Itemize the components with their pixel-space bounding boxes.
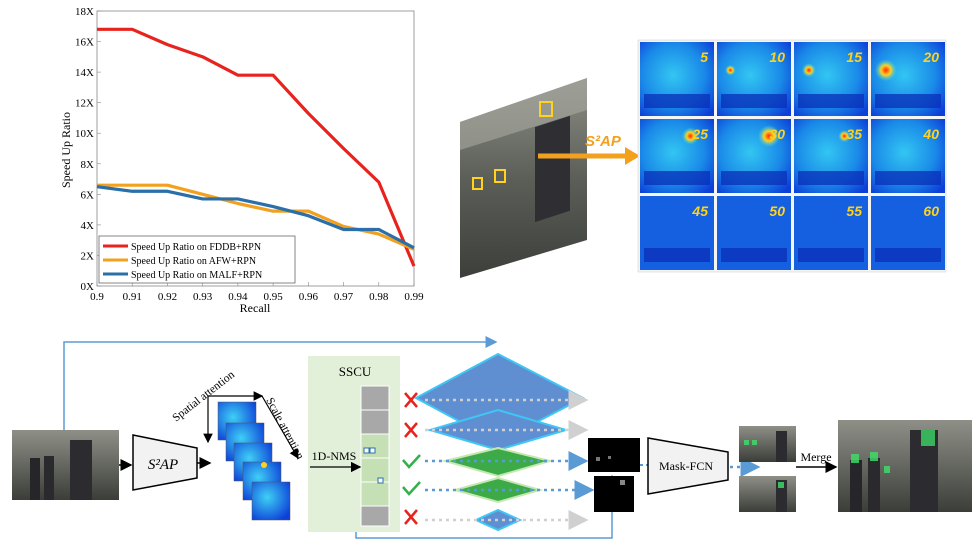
heatmap-cell: 50 bbox=[717, 196, 791, 270]
x-tick-label: 0.94 bbox=[228, 291, 248, 303]
heatmap-cell: 5 bbox=[640, 42, 714, 116]
heatmap-cell: 45 bbox=[640, 196, 714, 270]
chart-legend: Speed Up Ratio on FDDB+RPN Speed Up Rati… bbox=[98, 235, 296, 284]
s2ap-arrow bbox=[538, 147, 640, 165]
pipeline-diagram: S²AP Spatial attention Scale attention S… bbox=[12, 336, 972, 539]
accept-icon bbox=[402, 454, 421, 469]
y-tick-label: 0X bbox=[81, 281, 95, 293]
heatmap-scale-label: 60 bbox=[923, 203, 939, 219]
feedback-line-top bbox=[63, 336, 498, 430]
result-thumbnail bbox=[739, 476, 796, 512]
sscu-bins bbox=[360, 385, 390, 527]
heatmap-cell: 60 bbox=[871, 196, 945, 270]
input-image bbox=[12, 430, 119, 500]
roi-feature bbox=[588, 438, 640, 472]
nms-label: 1D-NMS bbox=[312, 449, 357, 463]
face-box bbox=[494, 169, 506, 183]
heatmap-panel: S²AP 5 10 15 20 25 30 35 40 45 50 55 60 bbox=[460, 39, 947, 278]
heatmap-cell: 25 bbox=[640, 119, 714, 193]
heatmap-scale-label: 55 bbox=[846, 203, 862, 219]
y-tick-label: 6X bbox=[81, 189, 95, 201]
heatmap-scale-label: 40 bbox=[922, 126, 939, 142]
y-tick-label: 12X bbox=[75, 98, 94, 110]
legend-label-fddb: Speed Up Ratio on FDDB+RPN bbox=[131, 242, 261, 253]
accept-icon bbox=[402, 481, 421, 496]
face-box bbox=[539, 101, 553, 117]
heatmap-scale-label: 15 bbox=[846, 49, 862, 65]
heatmap-cell: 20 bbox=[871, 42, 945, 116]
x-tick-label: 0.99 bbox=[404, 291, 424, 303]
input-photo bbox=[460, 78, 587, 278]
heatmap-scale-label: 25 bbox=[691, 126, 708, 142]
x-tick-label: 0.91 bbox=[123, 291, 142, 303]
y-tick-label: 4X bbox=[81, 220, 95, 232]
x-tick-label: 0.97 bbox=[334, 291, 354, 303]
x-tick-label: 0.9 bbox=[90, 291, 104, 303]
y-axis-label: Speed Up Ratio bbox=[59, 112, 73, 188]
feature-pyramid bbox=[413, 352, 586, 532]
heatmap-scale-label: 45 bbox=[691, 203, 708, 219]
series-line-0 bbox=[97, 27, 416, 267]
roi-feature bbox=[594, 476, 634, 512]
legend-label-afw: Speed Up Ratio on AFW+RPN bbox=[131, 256, 256, 267]
heatmap-stack bbox=[217, 401, 291, 521]
reject-icon bbox=[404, 509, 418, 525]
heatmap-scale-label: 30 bbox=[769, 126, 785, 142]
y-tick-label: 10X bbox=[75, 128, 94, 140]
heatmap-cell: 55 bbox=[794, 196, 868, 270]
decision-marks bbox=[402, 392, 421, 525]
speedup-line-chart: 0X 2X 4X 6X 8X 10X 12X 14X 16X 18X 0.9 0.91 0.92 0.9… bbox=[59, 6, 424, 315]
output-image bbox=[838, 420, 972, 512]
merge-label: Merge bbox=[800, 450, 831, 464]
y-tick-label: 18X bbox=[75, 6, 94, 18]
reject-icon bbox=[404, 392, 418, 408]
heatmap-cell: 40 bbox=[871, 119, 945, 193]
mask-fcn-module bbox=[647, 437, 729, 495]
heatmap-scale-label: 35 bbox=[846, 126, 862, 142]
x-tick-label: 0.95 bbox=[263, 291, 283, 303]
y-tick-label: 14X bbox=[75, 67, 94, 79]
y-tick-label: 16X bbox=[75, 37, 94, 49]
s2ap-module bbox=[132, 434, 198, 491]
series-line-2 bbox=[96, 185, 415, 250]
heatmap-scale-label: 20 bbox=[922, 49, 939, 65]
s2ap-arrow-label: S²AP bbox=[585, 133, 622, 150]
x-tick-label: 0.93 bbox=[193, 291, 213, 303]
sscu-label: SSCU bbox=[339, 364, 372, 379]
level-arrows bbox=[425, 390, 595, 530]
x-tick-label: 0.92 bbox=[158, 291, 177, 303]
heatmap-scale-label: 5 bbox=[700, 49, 708, 65]
mask-fcn-label: Mask-FCN bbox=[659, 459, 713, 473]
reject-icon bbox=[404, 422, 418, 438]
legend-label-malf: Speed Up Ratio on MALF+RPN bbox=[131, 270, 262, 281]
heatmap-cell: 15 bbox=[794, 42, 868, 116]
heatmap-cell: 30 bbox=[717, 119, 791, 193]
heatmap-cell: 10 bbox=[717, 42, 791, 116]
x-tick-label: 0.96 bbox=[299, 291, 319, 303]
x-axis-label: Recall bbox=[240, 301, 271, 315]
heatmap-scale-label: 10 bbox=[769, 49, 785, 65]
face-box bbox=[472, 177, 483, 190]
result-thumbnail bbox=[739, 426, 796, 462]
heatmap-cell: 35 bbox=[794, 119, 868, 193]
heatmap-scale-label: 50 bbox=[769, 203, 785, 219]
y-tick-label: 8X bbox=[81, 159, 95, 171]
y-tick-label: 2X bbox=[81, 250, 95, 262]
x-tick-label: 0.98 bbox=[369, 291, 389, 303]
s2ap-module-label: S²AP bbox=[148, 457, 178, 473]
